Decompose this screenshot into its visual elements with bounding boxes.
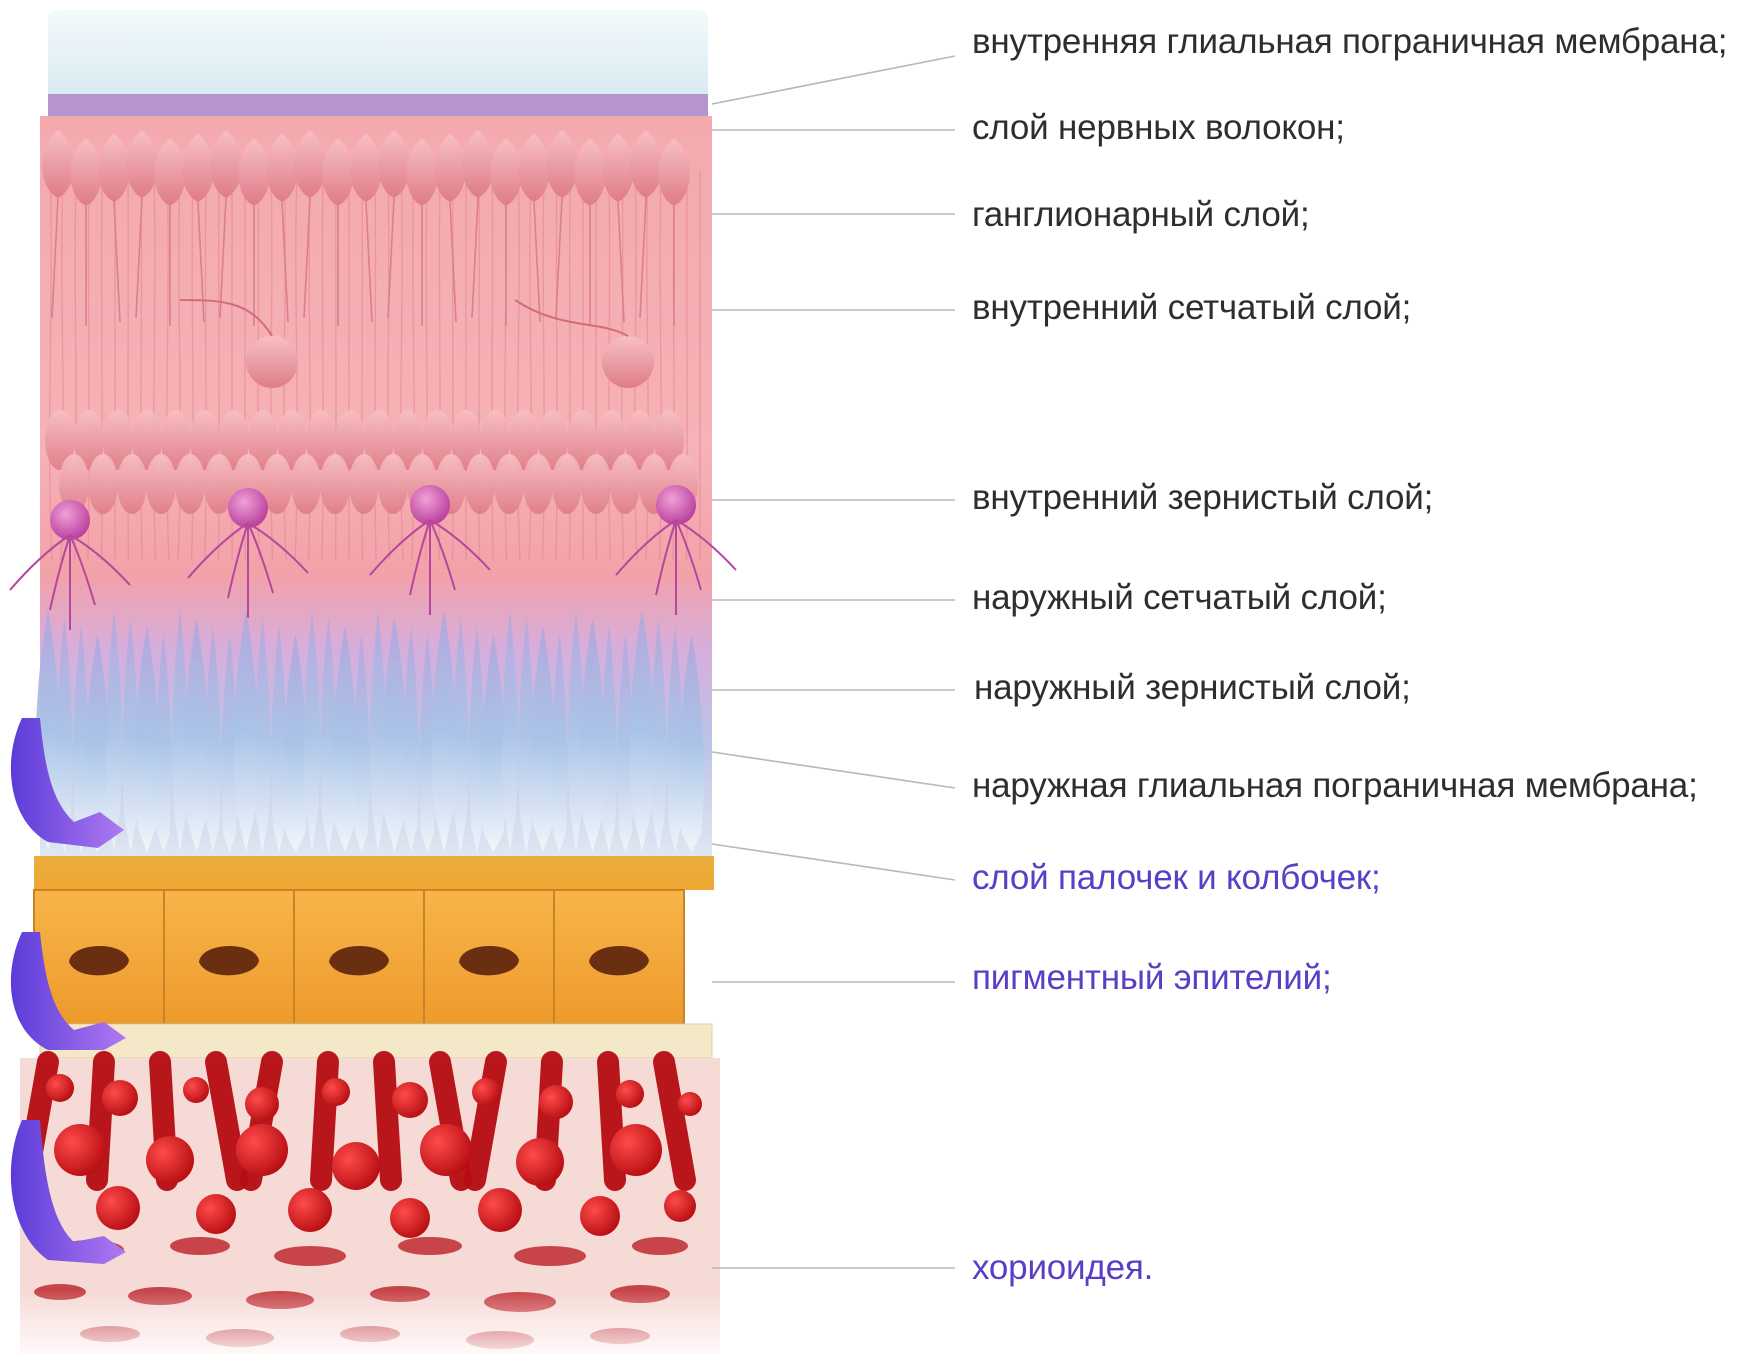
label-nerve-fiber-layer: слой нервных волокон; <box>972 108 1345 148</box>
label-pigment-epithelium[interactable]: пигментный эпителий; <box>972 958 1331 998</box>
label-inner-nuclear-layer: внутренний зернистый слой; <box>972 478 1433 518</box>
inner-nuclear-cell <box>146 454 176 514</box>
label-rods-cones-layer[interactable]: слой палочек и колбочек; <box>972 858 1381 898</box>
neural-retina <box>10 116 736 856</box>
inner-nuclear-cell <box>610 454 640 514</box>
inner-nuclear-cell <box>552 454 582 514</box>
pigment-epithelium-cells <box>34 890 684 1024</box>
horizontal-cell <box>410 485 450 525</box>
label-choroid[interactable]: хориоидея. <box>972 1248 1153 1288</box>
label-outer-plexiform-layer: наружный сетчатый слой; <box>972 578 1387 618</box>
inner-nuclear-cell <box>494 454 524 514</box>
label-ganglion-layer: ганглионарный слой; <box>972 195 1310 235</box>
inner-nuclear-cell <box>175 454 205 514</box>
inner-nuclear-cell <box>320 454 350 514</box>
inner-nuclear-cell <box>88 454 118 514</box>
inner-nuclear-cell <box>349 454 379 514</box>
inner-limiting-membrane-band <box>48 10 708 116</box>
photoreceptor-outer-segment-band <box>34 856 714 890</box>
inner-nuclear-cell <box>523 454 553 514</box>
inner-nuclear-cell <box>465 454 495 514</box>
horizontal-cell <box>656 485 696 525</box>
choroid-vessels <box>20 1058 720 1354</box>
inner-nuclear-cell <box>117 454 147 514</box>
label-outer-limiting-membrane: наружная глиальная пограничная мембрана; <box>972 766 1698 806</box>
label-outer-nuclear-layer: наружный зернистый слой; <box>974 668 1411 708</box>
horizontal-cell <box>228 488 268 528</box>
label-inner-plexiform-layer: внутренний сетчатый слой; <box>972 288 1411 328</box>
label-inner-limiting-membrane: внутренняя глиальная пограничная мембран… <box>972 22 1727 62</box>
inner-nuclear-cell <box>581 454 611 514</box>
inner-nuclear-cell <box>291 454 321 514</box>
horizontal-cell <box>50 500 90 540</box>
inner-nuclear-cell <box>378 454 408 514</box>
leader-lines <box>712 56 955 1268</box>
